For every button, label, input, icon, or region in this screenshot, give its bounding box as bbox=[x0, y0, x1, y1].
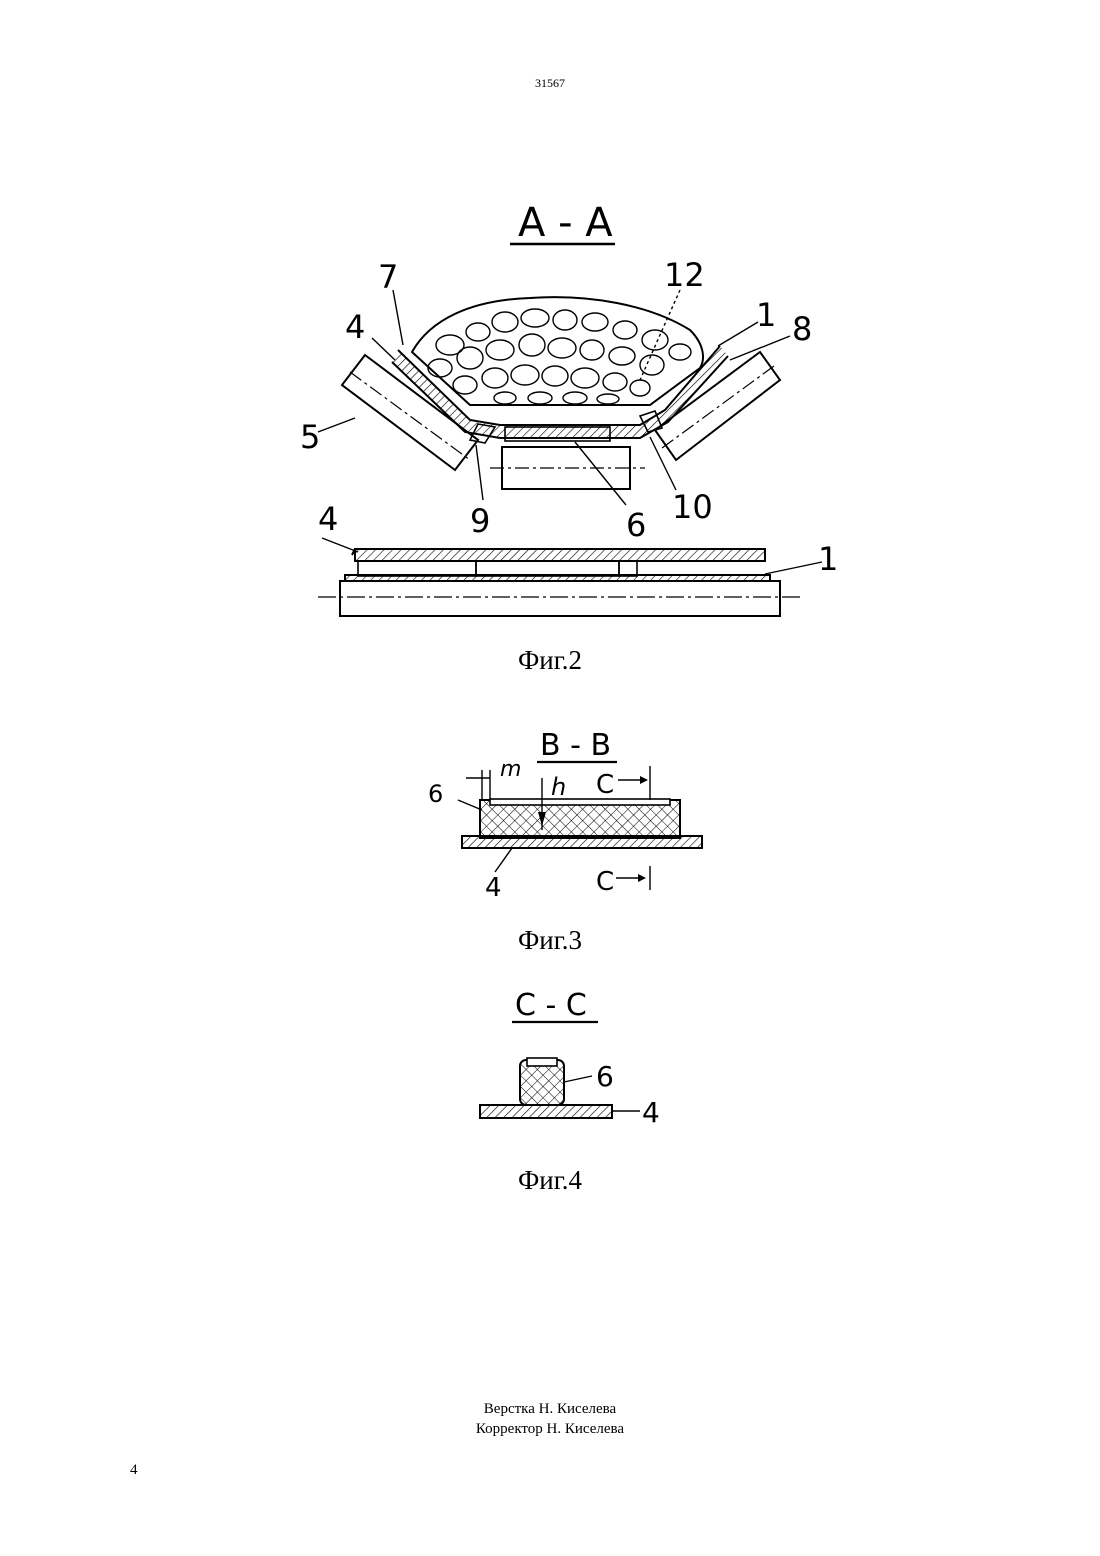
fig4-label-4: 4 bbox=[642, 1096, 660, 1129]
fig3-section-label: В - В bbox=[540, 728, 611, 763]
fig2-side-label-4: 4 bbox=[318, 500, 338, 538]
fig3-label-c-bottom: С bbox=[596, 867, 614, 897]
fig2-label-9: 9 bbox=[470, 502, 490, 540]
fig4-section-label: С - С bbox=[515, 988, 587, 1023]
corrector-credit: Корректор Н. Киселева bbox=[0, 1419, 1100, 1439]
fig4-caption: Фиг.4 bbox=[0, 1165, 1100, 1196]
page-number: 4 bbox=[130, 1462, 138, 1479]
fig2-label-5: 5 bbox=[300, 418, 320, 456]
fig2-label-12: 12 bbox=[664, 256, 705, 294]
fig4-label-6: 6 bbox=[596, 1060, 614, 1093]
fig2-label-6: 6 bbox=[626, 506, 646, 544]
fig2-caption: Фиг.2 bbox=[0, 645, 1100, 676]
fig2-label-1: 1 bbox=[756, 296, 776, 334]
fig2-side-label-1: 1 bbox=[818, 540, 838, 578]
fig2-label-8: 8 bbox=[792, 310, 812, 348]
fig3-label-c-top: С bbox=[596, 770, 614, 800]
fig2-section-label: А - А bbox=[518, 200, 613, 246]
layout-credit: Верстка Н. Киселева bbox=[0, 1399, 1100, 1419]
fig3-drawing: В - В 6 m h С С 4 bbox=[428, 728, 702, 903]
fig3-label-m: m bbox=[500, 757, 521, 782]
credits-block: Верстка Н. Киселева Корректор Н. Киселев… bbox=[0, 1399, 1100, 1439]
fig3-caption: Фиг.3 bbox=[0, 925, 1100, 956]
cargo-material bbox=[412, 297, 703, 405]
fig4-drawing: С - С 6 4 bbox=[480, 988, 660, 1129]
fig2-drawing: А - А bbox=[300, 200, 838, 616]
center-roller bbox=[490, 447, 645, 489]
fig2-label-10: 10 bbox=[672, 488, 713, 526]
fig3-label-6: 6 bbox=[428, 780, 443, 808]
fig2-label-4: 4 bbox=[345, 308, 365, 346]
fig3-label-4: 4 bbox=[485, 873, 502, 903]
fig3-label-h: h bbox=[551, 773, 566, 801]
fig2-side-view: 4 1 bbox=[318, 500, 838, 616]
fig2-label-7: 7 bbox=[378, 258, 398, 296]
